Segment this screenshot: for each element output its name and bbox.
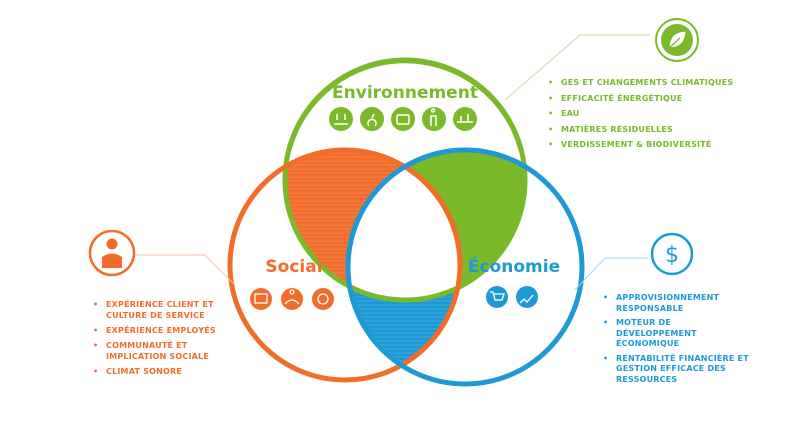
environment-title: Environnement bbox=[332, 83, 478, 103]
economy-title: Économie bbox=[468, 255, 560, 277]
person-icon bbox=[88, 229, 136, 277]
landscape-icon bbox=[453, 107, 477, 131]
list-item: EFFICACITÉ ÉNERGÉTIQUE bbox=[548, 93, 733, 104]
economy-circle bbox=[345, 147, 585, 387]
leaf-icon bbox=[655, 18, 699, 62]
list-item: VERDISSEMENT & BIODIVERSITÉ bbox=[548, 139, 733, 150]
dollar-icon: $ bbox=[650, 232, 694, 276]
list-item: EXPÉRIENCE EMPLOYÉS bbox=[93, 325, 253, 336]
crowd-icon bbox=[281, 288, 303, 310]
growth-chart-icon bbox=[516, 286, 538, 308]
list-item: EAU bbox=[548, 108, 733, 119]
economy-leader-line bbox=[574, 257, 648, 291]
vehicle-icon bbox=[391, 107, 415, 131]
list-item: APPROVISIONNEMENT RESPONSABLE bbox=[603, 293, 741, 314]
cart-icon bbox=[486, 286, 508, 308]
social-sub-icons bbox=[250, 288, 334, 310]
building-icon bbox=[250, 288, 272, 310]
list-item: GES ET CHANGEMENTS CLIMATIQUES bbox=[548, 77, 733, 88]
environment-sub-icons bbox=[329, 107, 477, 131]
list-item: COMMUNAUTÉ ET IMPLICATION SOCIALE bbox=[93, 340, 226, 362]
svg-text:$: $ bbox=[665, 243, 679, 268]
plant-icon bbox=[329, 107, 353, 131]
social-title: Social bbox=[265, 257, 322, 277]
list-item: MATIÈRES RÉSIDUELLES bbox=[548, 124, 733, 135]
list-item: EXPÉRIENCE CLIENT ET CULTURE DE SERVICE bbox=[93, 299, 241, 321]
list-item: RENTABILITÉ FINANCIÈRE ET GESTION EFFICA… bbox=[603, 354, 756, 386]
recycling-person-icon bbox=[422, 107, 446, 131]
social-list: EXPÉRIENCE CLIENT ET CULTURE DE SERVICE … bbox=[93, 299, 253, 381]
community-icon bbox=[312, 288, 334, 310]
social-circle bbox=[227, 147, 463, 383]
environment-list: GES ET CHANGEMENTS CLIMATIQUES EFFICACIT… bbox=[548, 77, 733, 155]
list-item: CLIMAT SONORE bbox=[93, 366, 253, 377]
environment-leader-line bbox=[504, 34, 650, 101]
economy-list: APPROVISIONNEMENT RESPONSABLE MOTEUR DE … bbox=[603, 293, 753, 389]
social-leader-line bbox=[135, 254, 236, 286]
list-item: MOTEUR DE DÉVELOPPEMENT ÉCONOMIQUE bbox=[603, 318, 716, 350]
